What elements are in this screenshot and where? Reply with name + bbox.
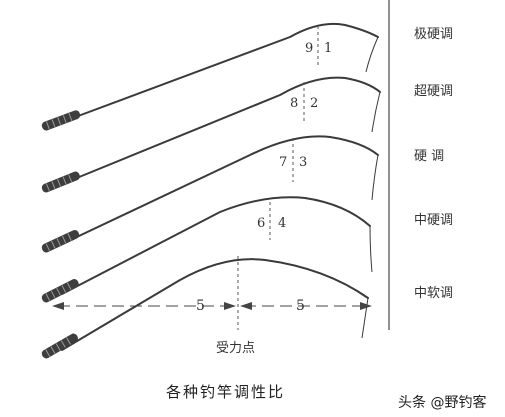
right-length: 5 <box>296 298 305 314</box>
center-right-arrow <box>240 302 252 310</box>
left-arrow <box>52 302 64 310</box>
figure-caption: 各种钓竿调性比 <box>166 383 285 401</box>
rod-medium-soft <box>41 256 369 359</box>
tip-ratio: 6 <box>257 216 265 231</box>
butt-ratio: 4 <box>278 216 286 231</box>
force-point-label: 受力点 <box>216 341 255 356</box>
rod-extra-fast: 9 1 <box>41 22 379 131</box>
tip-ratio: 9 <box>305 41 313 56</box>
label-fast: 硬 调 <box>414 149 444 164</box>
label-medium-fast: 中硬调 <box>414 213 453 228</box>
watermark: 头条 @野钓客 <box>398 394 486 411</box>
rod-handle <box>41 230 80 253</box>
label-super-fast: 超硬调 <box>414 84 453 99</box>
left-length: 5 <box>196 298 205 314</box>
rod-handle <box>41 333 78 359</box>
butt-ratio: 1 <box>324 41 332 56</box>
rod-medium-fast: 6 4 <box>41 196 373 303</box>
right-arrow <box>360 302 372 310</box>
dimension-line: 5 5 受力点 <box>52 298 372 356</box>
tip-ratio: 8 <box>290 96 298 111</box>
rod-handle <box>41 171 80 193</box>
rod-handle <box>41 279 79 303</box>
center-left-arrow <box>224 302 236 310</box>
butt-ratio: 2 <box>310 96 318 111</box>
rod-super-fast: 8 2 <box>41 76 381 193</box>
label-extra-fast: 极硬调 <box>414 27 453 42</box>
rod-fast: 7 3 <box>41 135 379 253</box>
label-medium-soft: 中软调 <box>414 286 453 301</box>
butt-ratio: 3 <box>299 155 307 170</box>
rod-handle <box>41 110 81 131</box>
tip-ratio: 7 <box>279 155 287 170</box>
